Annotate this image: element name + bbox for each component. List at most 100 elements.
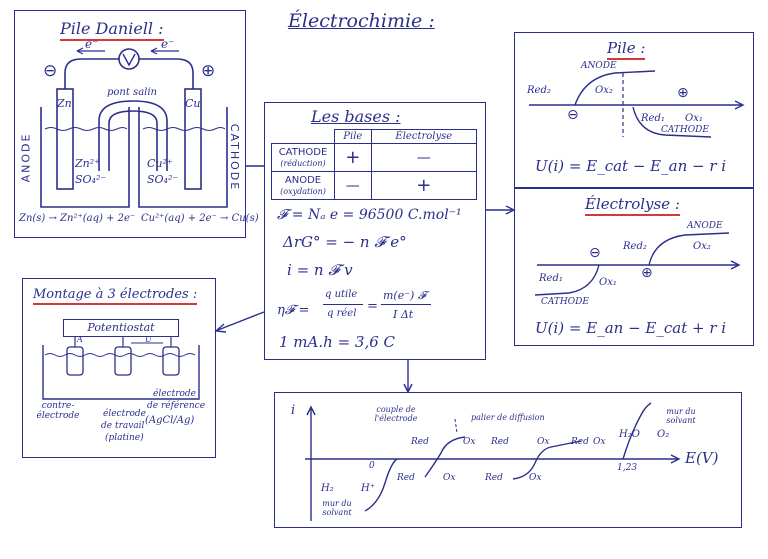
pile-minus-icon: ⊖ [567, 107, 579, 123]
electrolyse-panel: Électrolyse : ANODE Red₂ Ox₂ ⊖ ⊕ Red₁ Ox… [514, 188, 754, 346]
daniell-title: Pile Daniell : [60, 19, 164, 41]
daniell-drawing [40, 47, 228, 208]
h2-label: H₂ [321, 483, 334, 494]
pile-red2: Red₂ [527, 85, 551, 96]
electrolyse-plus-icon: ⊕ [641, 265, 653, 281]
electrolyse-red1: Red₁ [539, 273, 563, 284]
electrolyse-curve [534, 232, 741, 296]
bases-title: Les bases : [311, 107, 401, 126]
pile-cathode-label: CATHODE [661, 125, 709, 135]
fraction-bar-1 [323, 304, 363, 305]
cathode-side-label: CATHODE [228, 123, 242, 192]
yield-den2: I Δt [393, 308, 414, 321]
curve-panel: i E(V) couple de l'électrode palier de d… [274, 392, 742, 528]
working-electrode-label-1: électrode [103, 409, 146, 419]
row-cathode-label: CATHODE [278, 146, 328, 158]
pile-plus-icon: ⊕ [677, 85, 689, 101]
montage-panel: Montage à 3 électrodes : Potentiostat A … [22, 278, 216, 458]
pile-ox1: Ox₁ [685, 113, 703, 124]
reference-electrode-label-2: de référence [147, 401, 206, 411]
palier-label: palier de diffusion [471, 413, 545, 422]
mah-equation: 1 mA.h = 3,6 C [279, 333, 396, 351]
ox-label-2: Ox [537, 437, 550, 447]
montage-title: Montage à 3 électrodes : [33, 287, 198, 305]
contre-electrode-label: contre-électrode [36, 401, 80, 421]
red-label-1: Red [411, 437, 429, 447]
zn-electrode-label: Zn [57, 97, 72, 110]
anode-pile-sign: — [334, 171, 372, 200]
daniell-panel: Pile Daniell : e⁻ e⁻ ⊖ ⊕ pont salin Zn C… [14, 10, 259, 238]
pile-formula: U(i) = E_cat − E_an − r i [535, 157, 727, 175]
gibbs-equation: ΔrG° = − n 𝓕 e° [283, 233, 407, 251]
red-label-3: Red [571, 437, 589, 447]
working-electrode-label-2: de travail [101, 421, 145, 431]
potentiostat-box: Potentiostat [63, 319, 179, 337]
mur-bottom-label: mur du solvant [322, 499, 352, 517]
electrolyse-ox2: Ox₂ [693, 241, 711, 252]
bases-table: Pile Électrolyse CATHODE (réduction) + —… [271, 129, 478, 200]
red-label-2: Red [491, 437, 509, 447]
pile-title: Pile : [607, 39, 646, 60]
pile-ox2: Ox₂ [595, 85, 613, 96]
voltage-label: U [145, 335, 152, 344]
fraction-bar-2 [381, 304, 431, 305]
plus-icon: ⊕ [201, 61, 216, 81]
anode-side-label: ANODE [19, 132, 33, 183]
h2o-label: H₂O [619, 429, 640, 440]
red-label-4: Red [397, 473, 415, 483]
zero-label: 0 [369, 461, 375, 471]
anode-electrolyse-sign: + [370, 171, 478, 200]
red-label-5: Red [485, 473, 503, 483]
pile-red1: Red₁ [641, 113, 665, 124]
hplus-label: H⁺ [361, 483, 375, 494]
yield-den1: q réel [327, 308, 357, 319]
o2-label: O₂ [657, 429, 670, 440]
ammeter-label: A [77, 335, 83, 344]
right-ion-1: Cu²⁺ [147, 157, 173, 170]
cu-electrode-label: Cu [185, 97, 201, 110]
col-pile: Pile [334, 129, 372, 144]
working-electrode-label-3: (platine) [105, 433, 144, 443]
electron-label-left: e⁻ [85, 37, 99, 51]
cathode-pile-sign: + [334, 143, 372, 172]
equals-sign: = [367, 299, 378, 314]
montage-drawing [42, 337, 200, 400]
electron-label-right: e⁻ [161, 37, 175, 51]
electrolyse-cathode-label: CATHODE [541, 297, 589, 307]
pile-anode-label: ANODE [581, 61, 617, 71]
left-ion-2: SO₄²⁻ [75, 173, 107, 186]
couple-label: couple de l'électrode [374, 405, 418, 423]
cathode-electrolyse-sign: — [370, 143, 478, 172]
mur-top-label: mur du solvant [666, 407, 696, 425]
minus-icon: ⊖ [43, 61, 58, 81]
electrolyse-title: Électrolyse : [585, 195, 680, 216]
electrolyse-ox1: Ox₁ [599, 277, 617, 288]
i-axis-label: i [291, 403, 296, 418]
ox-label-1: Ox [463, 437, 476, 447]
e-axis-label: E(V) [685, 449, 719, 467]
row-anode-label: ANODE [284, 174, 322, 186]
cathode-reaction: Cu²⁺(aq) + 2e⁻ → Cu(s) [141, 213, 259, 224]
curve-drawing [305, 402, 681, 521]
row-cathode-sub: (réduction) [280, 158, 326, 168]
col-electrolyse: Électrolyse [370, 129, 478, 144]
left-ion-1: Zn²⁺ [75, 157, 100, 170]
faraday-equation: 𝓕 = Nₐ e = 96500 C.mol⁻¹ [277, 207, 462, 223]
right-ion-2: SO₄²⁻ [147, 173, 179, 186]
electrolyse-anode-label: ANODE [687, 221, 723, 231]
yield-num2: m(e⁻) 𝓕 [383, 289, 426, 302]
ox-label-4: Ox [443, 473, 456, 483]
current-equation: i = n 𝓕 v [287, 261, 353, 279]
row-anode: ANODE (oxydation) [271, 171, 335, 200]
row-anode-sub: (oxydation) [280, 186, 326, 196]
electrolyse-red2: Red₂ [623, 241, 647, 252]
anode-reaction: Zn(s) → Zn²⁺(aq) + 2e⁻ [19, 213, 136, 224]
ox-label-3: Ox [593, 437, 606, 447]
electrolyse-minus-icon: ⊖ [589, 245, 601, 261]
yield-lhs: η𝓕 = [277, 303, 310, 318]
reference-electrode-label-3: (AgCl/Ag) [145, 415, 195, 426]
v123-label: 1,23 [617, 463, 638, 473]
electrolyse-formula: U(i) = E_an − E_cat + r i [535, 319, 727, 337]
row-cathode: CATHODE (réduction) [271, 143, 335, 172]
reference-electrode-label-1: électrode [153, 389, 196, 399]
